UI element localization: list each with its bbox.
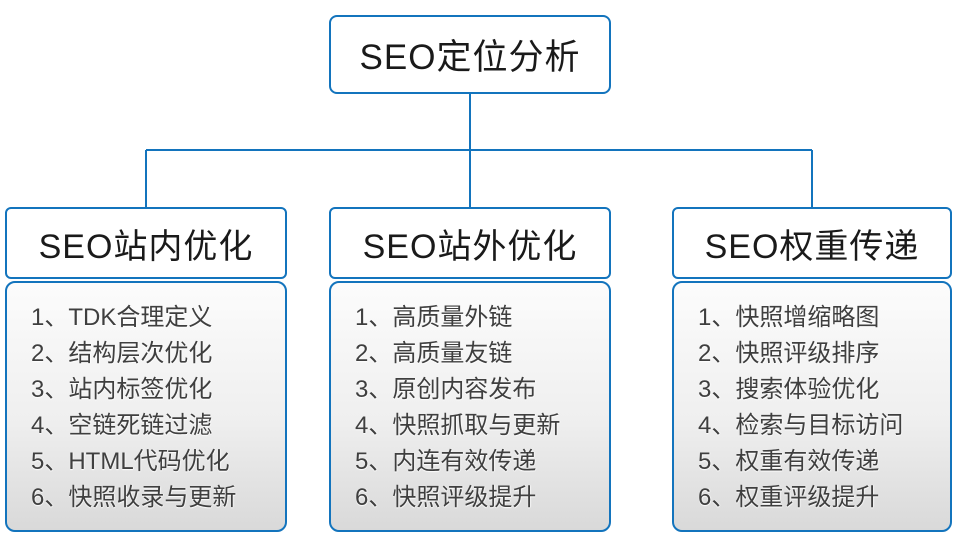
branch-item-list: 1、TDK合理定义 2、结构层次优化 3、站内标签优化 4、空链死链过滤 5、HTML代… bbox=[5, 281, 287, 532]
list-item: 5、权重有效传递 bbox=[698, 448, 880, 475]
root-node-label: SEO定位分析 bbox=[359, 38, 581, 77]
branch-header: SEO权重传递 bbox=[672, 207, 952, 279]
list-item: 4、检索与目标访问 bbox=[698, 412, 904, 439]
list-item: 4、空链死链过滤 bbox=[31, 412, 213, 439]
list-item: 2、高质量友链 bbox=[355, 340, 513, 367]
branch-item-list: 1、高质量外链 2、高质量友链 3、原创内容发布 4、快照抓取与更新 5、内连有效传递 6… bbox=[329, 281, 611, 532]
branch-offsite-optimization: SEO站外优化 1、高质量外链 2、高质量友链 3、原创内容发布 4、快照抓取与更新 5… bbox=[329, 207, 611, 532]
list-item: 2、快照评级排序 bbox=[698, 340, 880, 367]
list-item: 6、快照收录与更新 bbox=[31, 484, 237, 511]
list-item: 5、HTML代码优化 bbox=[31, 448, 230, 475]
branch-weight-transfer: SEO权重传递 1、快照增缩略图 2、快照评级排序 3、搜索体验优化 4、检索与目标访… bbox=[672, 207, 952, 532]
branch-header: SEO站外优化 bbox=[329, 207, 611, 279]
branch-header: SEO站内优化 bbox=[5, 207, 287, 279]
list-item: 4、快照抓取与更新 bbox=[355, 412, 561, 439]
list-item: 2、结构层次优化 bbox=[31, 340, 213, 367]
list-item: 3、站内标签优化 bbox=[31, 376, 213, 403]
list-item: 6、权重评级提升 bbox=[698, 484, 880, 511]
list-item: 3、搜索体验优化 bbox=[698, 376, 880, 403]
branch-header-label: SEO站内优化 bbox=[38, 227, 254, 266]
list-item: 1、TDK合理定义 bbox=[31, 304, 213, 331]
list-item: 5、内连有效传递 bbox=[355, 448, 537, 475]
branch-header-label: SEO站外优化 bbox=[362, 227, 578, 266]
root-node: SEO定位分析 bbox=[329, 15, 611, 94]
branch-onsite-optimization: SEO站内优化 1、TDK合理定义 2、结构层次优化 3、站内标签优化 4、空链死链过… bbox=[5, 207, 287, 532]
list-item: 1、高质量外链 bbox=[355, 304, 513, 331]
list-item: 6、快照评级提升 bbox=[355, 484, 537, 511]
branch-item-list: 1、快照增缩略图 2、快照评级排序 3、搜索体验优化 4、检索与目标访问 5、权重有效传… bbox=[672, 281, 952, 532]
list-item: 3、原创内容发布 bbox=[355, 376, 537, 403]
branch-header-label: SEO权重传递 bbox=[704, 227, 920, 266]
list-item: 1、快照增缩略图 bbox=[698, 304, 880, 331]
